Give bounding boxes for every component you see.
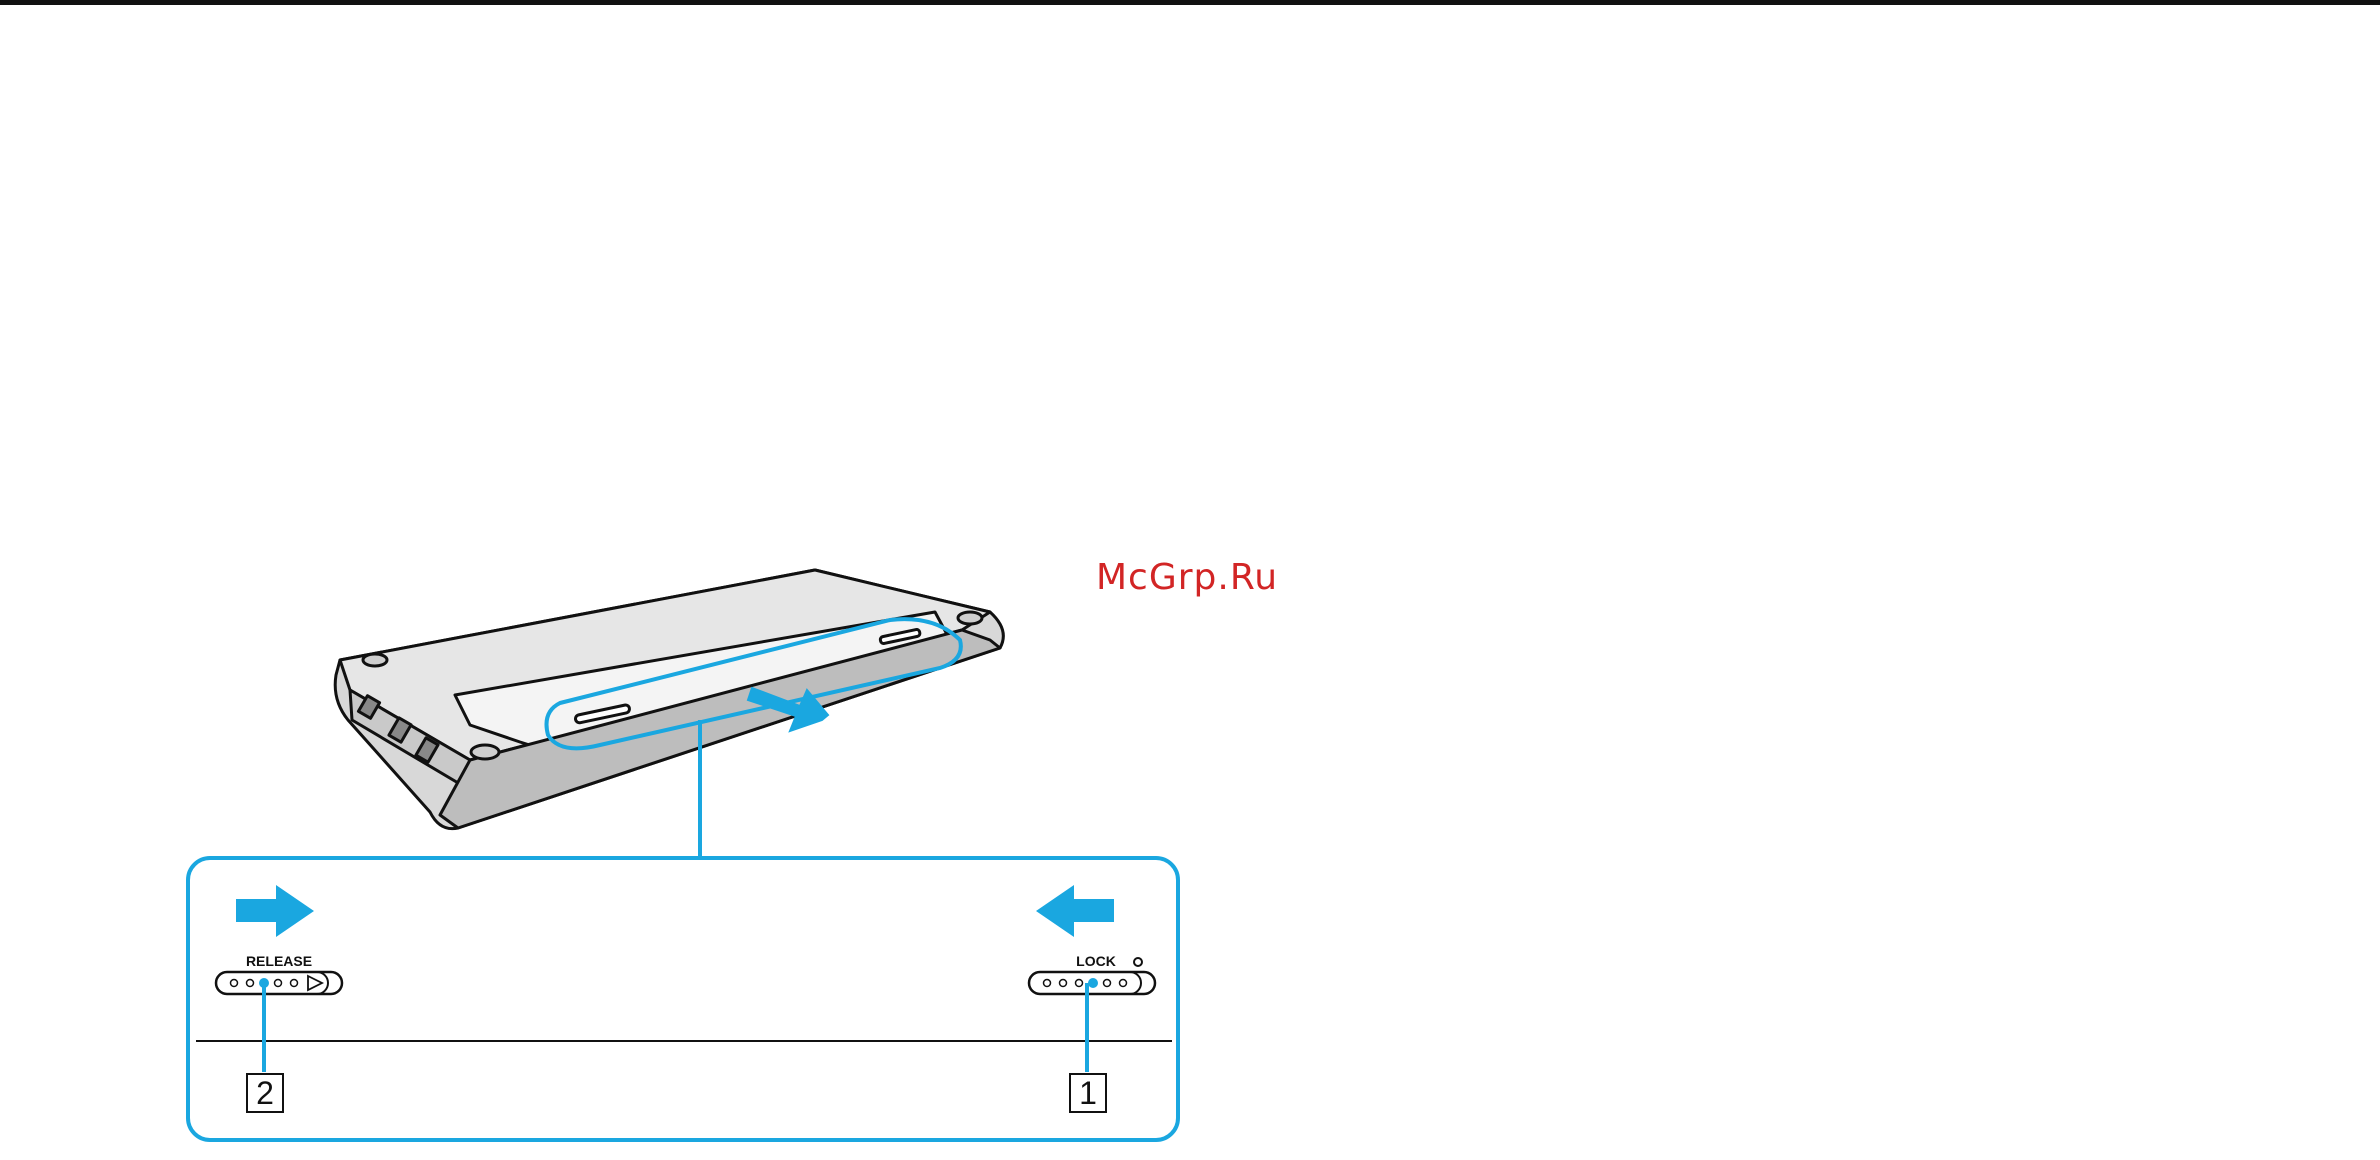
lock-switch bbox=[1029, 972, 1155, 994]
lock-label: LOCK bbox=[1076, 953, 1116, 969]
rubber-foot-right bbox=[958, 612, 982, 624]
callout-1-number: 1 bbox=[1079, 1075, 1097, 1111]
laptop-illustration bbox=[335, 570, 1003, 829]
lock-indicator-dot bbox=[1134, 958, 1142, 966]
detail-callout-box bbox=[188, 858, 1178, 1140]
arrow-left-icon bbox=[1036, 885, 1114, 937]
lock-switch-knob bbox=[1088, 978, 1098, 988]
rubber-foot-front bbox=[471, 745, 499, 759]
rubber-foot-left bbox=[363, 654, 387, 666]
arrow-right-icon bbox=[236, 885, 314, 937]
release-label: RELEASE bbox=[246, 953, 312, 969]
callout-2-number: 2 bbox=[256, 1075, 274, 1111]
release-switch bbox=[216, 972, 342, 994]
